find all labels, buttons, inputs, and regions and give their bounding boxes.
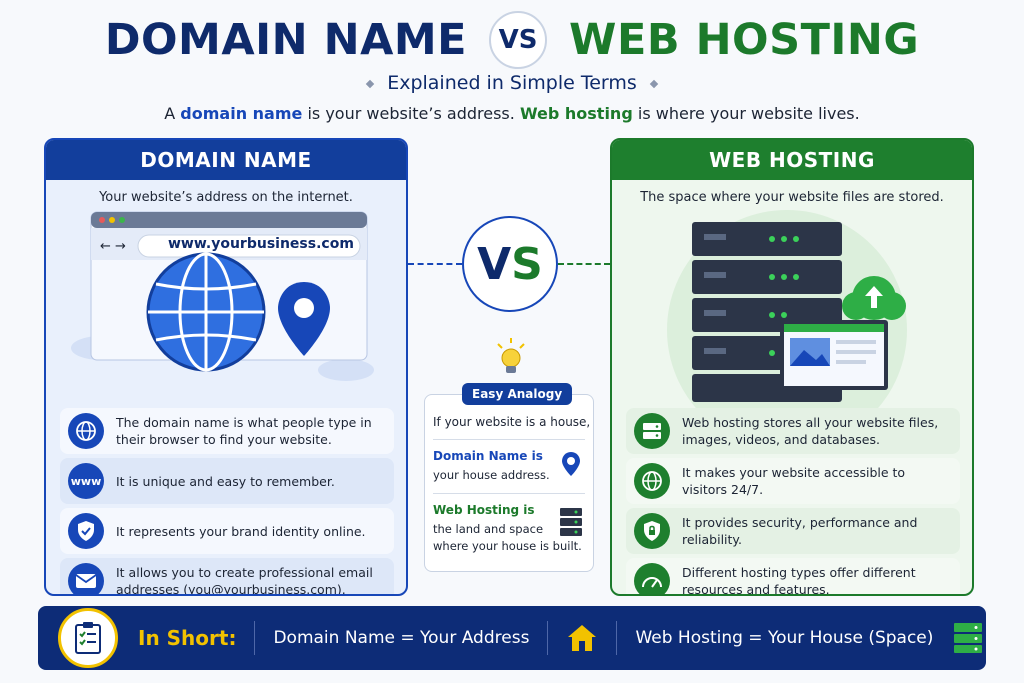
tagline-hosting: Web hosting [519,104,633,123]
list-item: The domain name is what people type in t… [60,408,394,454]
tagline-mid: is your website’s address. [307,104,515,123]
analogy-intro: If your website is a house, [433,415,591,429]
shield-check-icon [68,513,104,549]
page-title: DOMAIN NAME VS WEB HOSTING [0,8,1024,72]
analogy-domain-value: your house address. [433,468,550,482]
list-item: It provides security, performance and re… [626,508,960,554]
analogy-hosting-value-2: where your house is built. [433,539,582,553]
title-vs-badge: VS [489,11,548,69]
envelope-icon [68,563,104,594]
feature-text: Web hosting stores all your website file… [682,415,939,447]
hosting-feature-list: Web hosting stores all your website file… [626,408,960,596]
server-stack-icon [954,623,983,653]
hosting-equation: Web Hosting = Your House (Space) [635,628,934,648]
tagline-domain: domain name [180,104,303,123]
lightbulb-icon [497,338,525,373]
feature-text: Different hosting types offer different … [682,565,916,596]
server-stack-icon [560,508,582,536]
title-domain-name: DOMAIN NAME [104,15,468,65]
list-item: Web hosting stores all your website file… [626,408,960,454]
subtitle: Explained in Simple Terms [0,72,1024,94]
tagline: A domain name is your website’s address.… [0,104,1024,123]
browser-globe-illustration: ← → [71,211,374,381]
svg-text:← →: ← → [100,239,126,254]
domain-feature-list: The domain name is what people type in t… [60,408,394,596]
divider [254,621,256,655]
feature-text: It represents your brand identity online… [116,523,366,539]
globe-icon [68,413,104,449]
hosting-panel-title: WEB HOSTING [612,140,972,180]
domain-panel-title: DOMAIN NAME [46,140,406,180]
feature-text: The domain name is what people type in t… [116,415,372,447]
list-item: It allows you to create professional ema… [60,558,394,596]
analogy-hosting-value-1: the land and space [433,522,544,536]
server-icon [634,413,670,449]
diamond-bullet-icon [365,79,375,88]
in-short-bar: In Short: Domain Name = Your Address Web… [38,606,986,670]
connector-line-right [558,263,610,265]
tagline-end: is where your website lives. [637,104,860,123]
location-pin-icon [562,452,580,476]
analogy-title: Easy Analogy [462,383,573,405]
diamond-bullet-icon [649,79,659,88]
feature-text: It is unique and easy to remember. [116,473,335,489]
web-hosting-panel: WEB HOSTING The space where your website… [610,138,974,596]
easy-analogy-card: Easy Analogy If your website is a house,… [424,383,594,572]
subtitle-text: Explained in Simple Terms [387,72,637,94]
tagline-prefix: A [164,104,176,123]
clipboard-checklist-icon [58,608,118,668]
lock-shield-icon [634,513,670,549]
connector-line-left [408,263,462,265]
list-item: Different hosting types offer different … [626,558,960,596]
in-short-label: In Short: [138,626,237,650]
analogy-hosting-key: Web Hosting is [433,503,535,517]
feature-text: It allows you to create professional ema… [116,565,373,596]
speedometer-icon [634,563,670,594]
divider [433,439,585,440]
globe-icon [634,463,670,499]
title-web-hosting: WEB HOSTING [569,15,920,65]
divider [616,621,618,655]
list-item: It makes your website accessible to visi… [626,458,960,504]
www-icon: www [68,463,104,499]
divider [547,621,549,655]
server-rack-illustration [667,210,907,410]
domain-equation: Domain Name = Your Address [273,628,530,648]
feature-text: It makes your website accessible to visi… [682,465,906,497]
house-icon [568,625,597,651]
list-item: It represents your brand identity online… [60,508,394,554]
list-item: www It is unique and easy to remember. [60,458,394,504]
feature-text: It provides security, performance and re… [682,515,918,547]
analogy-domain-key: Domain Name is [433,449,543,463]
domain-name-panel: DOMAIN NAME Your website’s address on th… [44,138,408,596]
domain-panel-description: Your website’s address on the internet. [99,190,353,205]
divider [433,493,585,494]
browser-url-text: www.yourbusiness.com [168,236,354,252]
hosting-panel-description: The space where your website files are s… [640,190,944,205]
